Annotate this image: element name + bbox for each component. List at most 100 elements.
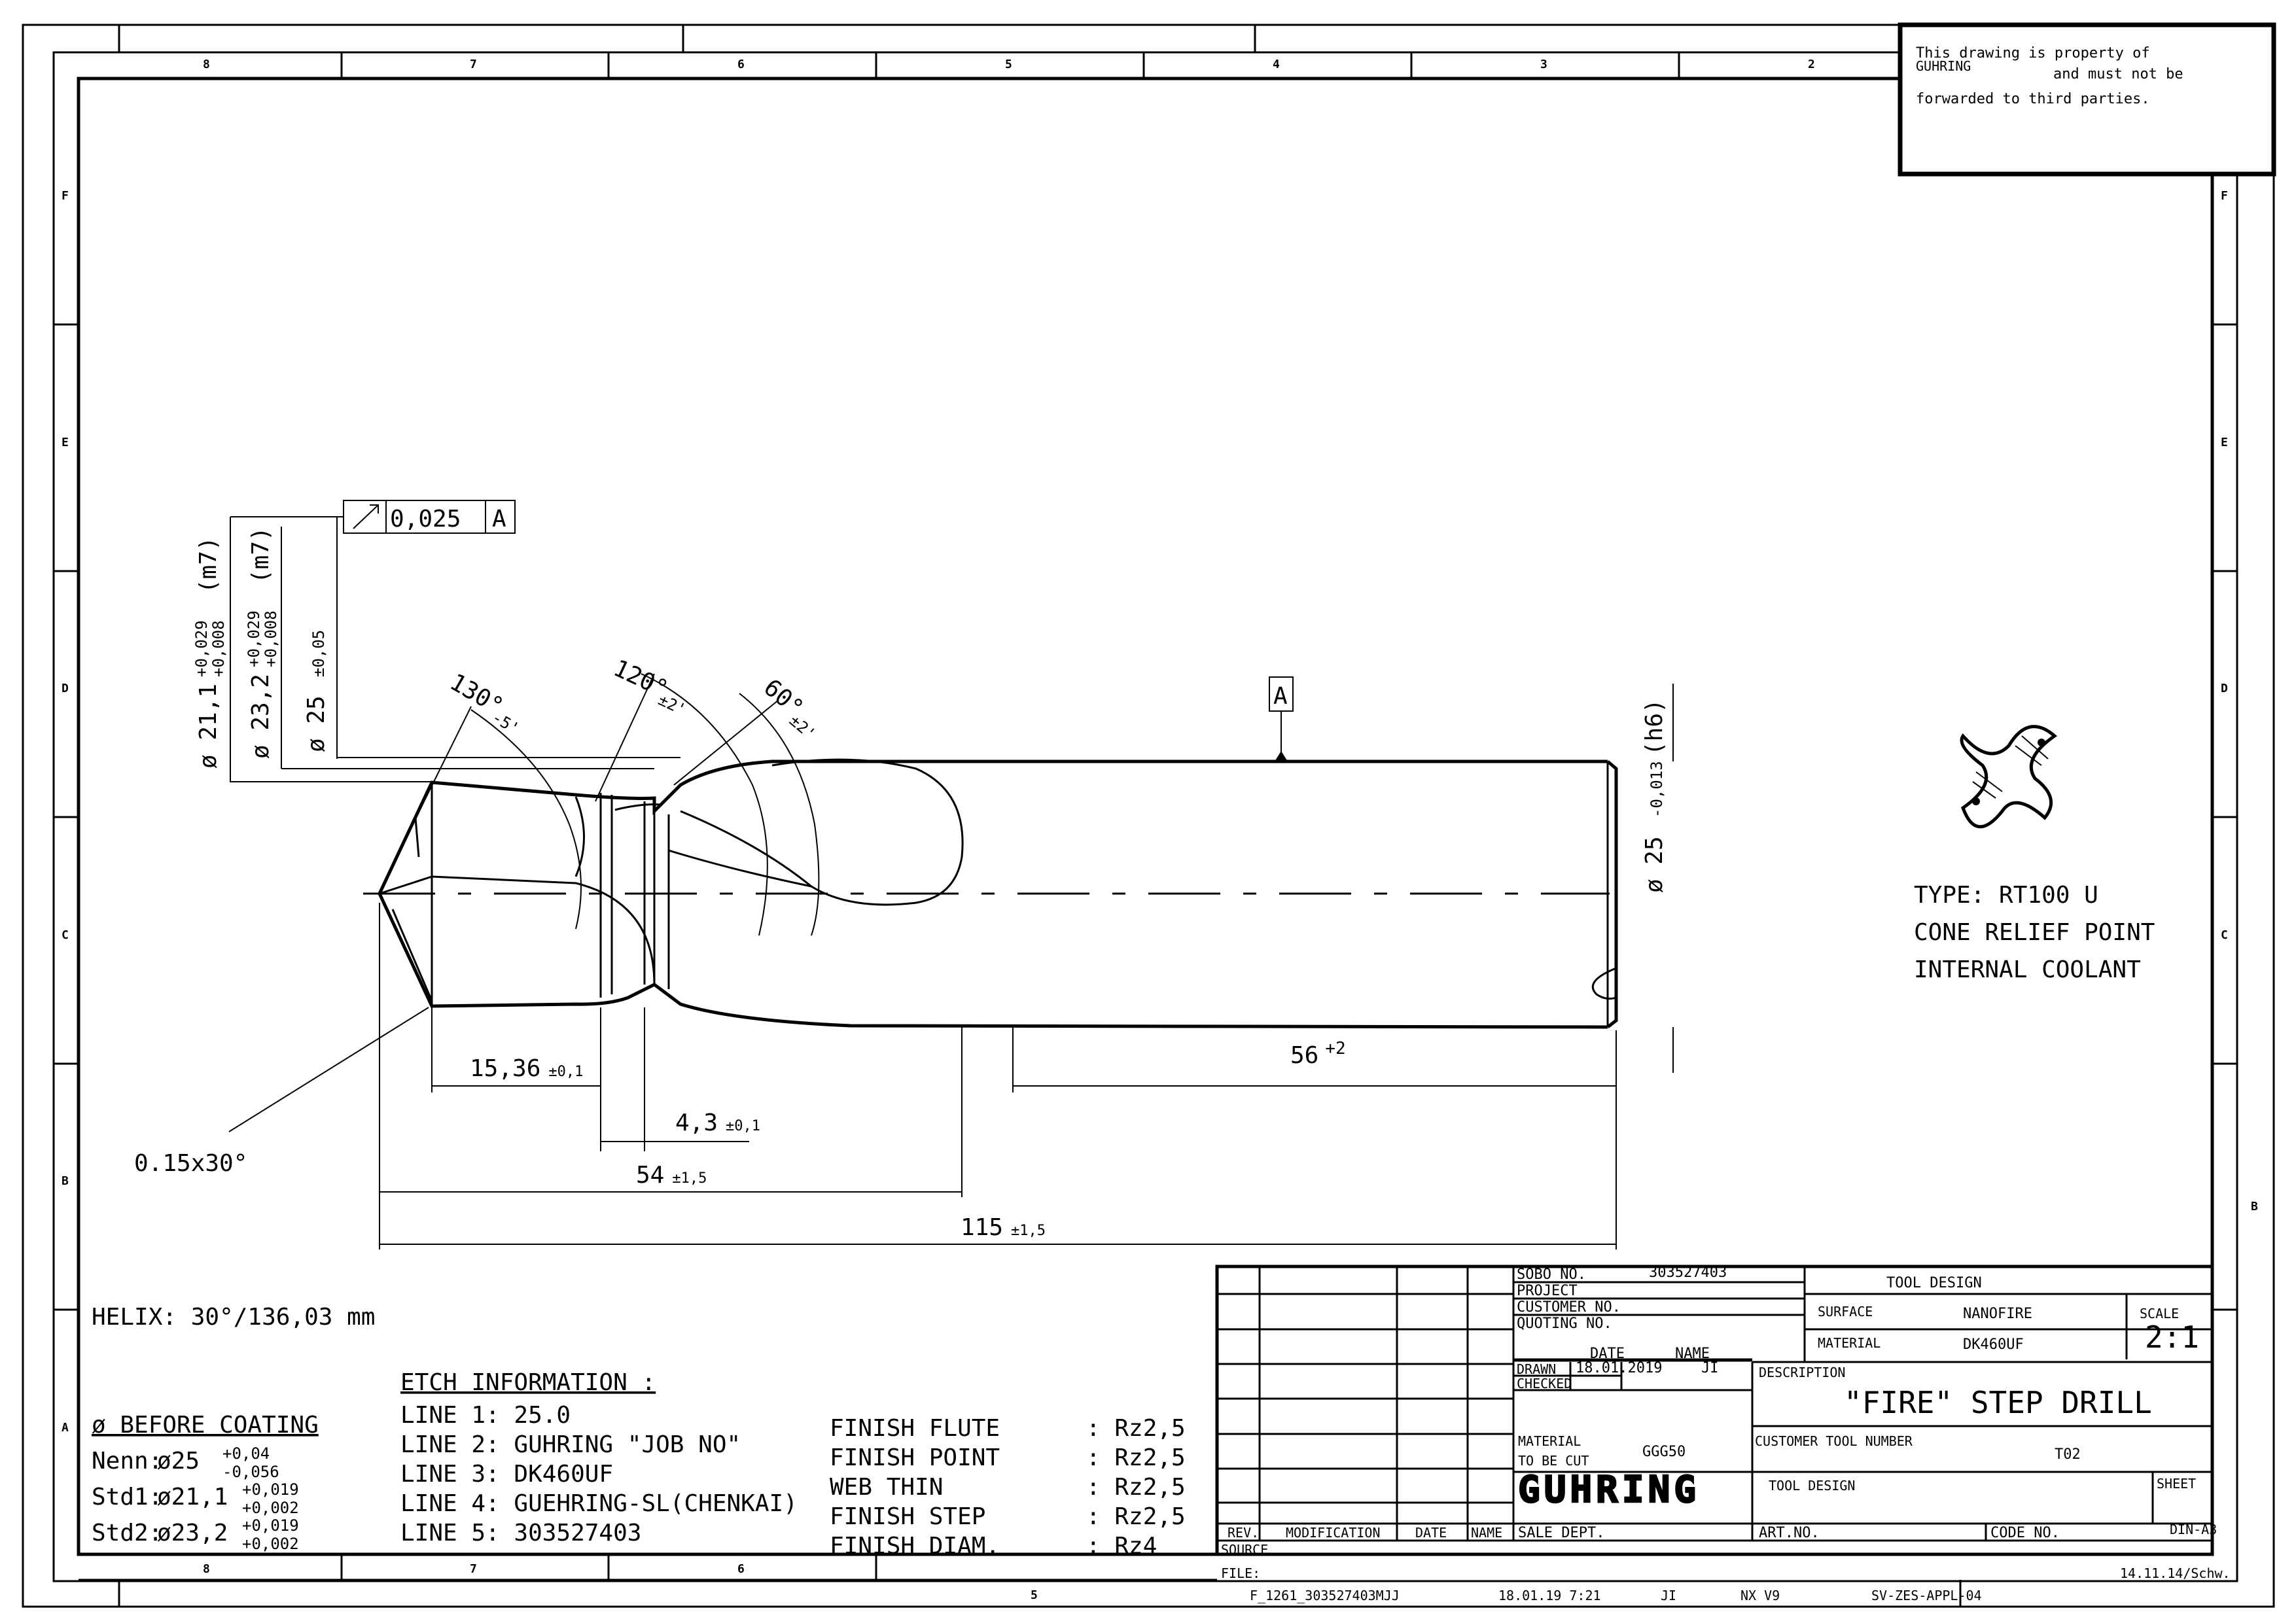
- drill-outline-upper: [378, 759, 1608, 895]
- runout-datum: A: [492, 506, 506, 532]
- before-coating: ø BEFORE COATING Nenn: ø25 +0,04 -0,056 …: [92, 1412, 319, 1553]
- scale-label: SCALE: [2140, 1306, 2179, 1321]
- customer-tool-label: CUSTOMER TOOL NUMBER: [1755, 1433, 1913, 1449]
- zone-left-F: F: [62, 189, 69, 203]
- material-label: MATERIAL: [1818, 1335, 1881, 1351]
- customer-label: CUSTOMER NO.: [1517, 1299, 1621, 1316]
- rev-name-label: NAME: [1471, 1525, 1502, 1541]
- art-no-label: ART.NO.: [1759, 1525, 1820, 1541]
- drill-outline-lower: [378, 892, 1608, 1029]
- property-note-company: GUHRING: [1916, 58, 1971, 74]
- dim-angle-60: 60° ±2': [758, 674, 819, 743]
- customer-tool-value: T02: [2055, 1446, 2081, 1463]
- etch-title: ETCH INFORMATION :: [400, 1369, 656, 1396]
- title-block: SOBO NO. 303527403 PROJECT CUSTOMER NO. …: [1221, 1265, 2231, 1581]
- drill-cross-section-icon: [1960, 725, 2058, 829]
- dim-dia-21-1: ø 21,1 +0,029 +0,008 (m7): [192, 536, 228, 769]
- finish-label-2: FINISH POINT: [830, 1444, 1000, 1471]
- svg-text:-0,013: -0,013: [1648, 761, 1666, 818]
- tool-design-label: TOOL DESIGN: [1769, 1478, 1855, 1493]
- zone-bottom-8: 8: [203, 1562, 210, 1576]
- sobo-label: SOBO NO.: [1517, 1266, 1586, 1283]
- zone-right-B: B: [2251, 1200, 2258, 1213]
- footer-date: 18.01.19 7:21: [1498, 1588, 1601, 1603]
- material-cut-label2: TO BE CUT: [1518, 1453, 1589, 1469]
- etch-line-2: LINE 2: GUHRING "JOB NO": [400, 1431, 741, 1458]
- std1-label: Std1:: [92, 1484, 162, 1510]
- type-line3: INTERNAL COOLANT: [1914, 956, 2141, 983]
- svg-text:(m7): (m7): [195, 536, 222, 593]
- chamfer-leader: [228, 1007, 429, 1132]
- dim-len-54: 54±1,5: [636, 1162, 707, 1189]
- dim-len-4-3: 4,3±0,1: [675, 1109, 760, 1136]
- zone-top-3: 3: [1540, 58, 1547, 71]
- datum-triangle: [1275, 751, 1288, 761]
- zone-top-8: 8: [203, 58, 210, 71]
- nenn-value: ø25: [157, 1448, 200, 1475]
- dim-dia-23-2: ø 23,2 +0,029 +0,008 (m7): [245, 527, 280, 759]
- quoting-label: QUOTING NO.: [1517, 1316, 1612, 1332]
- finish-label-4: FINISH STEP: [830, 1503, 985, 1530]
- zone-left-C: C: [62, 928, 69, 942]
- finish-label-5: FINISH DIAM.: [830, 1533, 1000, 1560]
- footer-user: JI: [1661, 1588, 1676, 1603]
- zone-top-7: 7: [470, 58, 477, 71]
- sale-dept-label: SALE DEPT.: [1518, 1525, 1604, 1541]
- tool-design-header: TOOL DESIGN: [1886, 1275, 1982, 1291]
- property-note-line1: This drawing is property of: [1916, 45, 2150, 61]
- zone-right-C: C: [2221, 928, 2228, 942]
- finish-specs: FINISH FLUTE : Rz2,5 FINISH POINT : Rz2,…: [830, 1415, 1186, 1560]
- etch-information: ETCH INFORMATION : LINE 1: 25.0 LINE 2: …: [400, 1369, 798, 1546]
- material-value: DK460UF: [1963, 1336, 2024, 1353]
- property-note-line2: and must not be: [2053, 66, 2183, 82]
- runout-value: 0,025: [390, 506, 461, 532]
- dimension-texts: 0,025 A A ø 21,1 +0,029 +0,008 (m7) ø 23…: [134, 506, 1668, 1241]
- file-label: FILE:: [1221, 1565, 1260, 1581]
- svg-text:ø 23,2: ø 23,2: [247, 674, 274, 759]
- svg-text:+0,029: +0,029: [245, 610, 263, 667]
- drawn-name: JI: [1701, 1360, 1719, 1376]
- sobo-value: 303527403: [1649, 1265, 1727, 1281]
- etch-line-1: LINE 1: 25.0: [400, 1402, 571, 1429]
- dim-dia-25: ø 25 ±0,05: [303, 630, 330, 752]
- material-cut-label1: MATERIAL: [1518, 1433, 1581, 1449]
- footer: F_1261_303527403MJJ 18.01.19 7:21 JI NX …: [1250, 1588, 1982, 1603]
- type-info: TYPE: RT100 U CONE RELIEF POINT INTERNAL…: [1914, 882, 2155, 983]
- source-label: SOURCE: [1221, 1542, 1268, 1558]
- zone-left-D: D: [62, 682, 69, 695]
- scale-value: 2:1: [2145, 1319, 2199, 1355]
- zone-top-5: 5: [1005, 58, 1012, 71]
- sheet-frame: [22, 24, 2275, 1608]
- zone-left-E: E: [62, 436, 69, 449]
- etch-line-3: LINE 3: DK460UF: [400, 1461, 613, 1488]
- checked-label: CHECKED: [1517, 1376, 1572, 1391]
- before-coating-title: ø BEFORE COATING: [92, 1412, 319, 1439]
- name-header: NAME: [1675, 1346, 1710, 1362]
- svg-text:+0,008: +0,008: [209, 620, 228, 677]
- std1-upper: +0,019: [242, 1480, 299, 1499]
- etch-line-4: LINE 4: GUEHRING-SL(CHENKAI): [400, 1490, 798, 1517]
- material-cut-value: GGG50: [1642, 1444, 1686, 1460]
- type-line2: CONE RELIEF POINT: [1914, 919, 2155, 946]
- angle-arc-60: [739, 693, 820, 936]
- zone-left-A: A: [62, 1421, 69, 1435]
- footer-cad: NX V9: [1740, 1588, 1780, 1603]
- finish-value-1: : Rz2,5: [1086, 1415, 1186, 1442]
- rev-label: REV.: [1227, 1525, 1259, 1541]
- zone-bottom-5: 5: [1031, 1588, 1038, 1602]
- rev-date-label: DATE: [1415, 1525, 1447, 1541]
- nenn-label: Nenn:: [92, 1448, 162, 1475]
- std2-label: Std2:: [92, 1520, 162, 1546]
- dim-angle-120: 120° ±2': [609, 655, 689, 719]
- finish-value-4: : Rz2,5: [1086, 1503, 1186, 1530]
- coolant-notch: [1591, 967, 1617, 1000]
- footer-file: F_1261_303527403MJJ: [1250, 1588, 1400, 1603]
- surface-label: SURFACE: [1818, 1304, 1873, 1319]
- svg-text:(m7): (m7): [247, 527, 274, 584]
- guhring-logo: GUHRING: [1518, 1469, 1700, 1511]
- std2-lower: +0,002: [242, 1535, 299, 1553]
- svg-text:ø 25: ø 25: [303, 695, 330, 752]
- helix-note: HELIX: 30°/136,03 mm: [92, 1304, 375, 1331]
- finish-value-3: : Rz2,5: [1086, 1474, 1186, 1501]
